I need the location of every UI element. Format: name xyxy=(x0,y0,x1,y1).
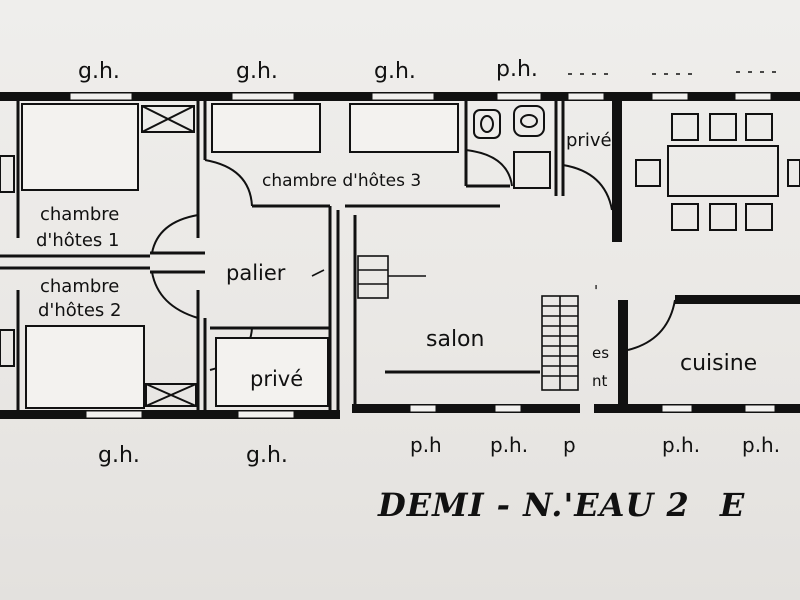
window-ph-b3 xyxy=(661,404,693,413)
window-ph-b2 xyxy=(494,404,522,413)
window-small-3 xyxy=(734,92,772,101)
window-label-top: g.h. xyxy=(236,59,278,84)
room-label-palier: palier xyxy=(226,261,286,285)
window-label-bottom: p.h. xyxy=(742,433,780,457)
door-cuisine xyxy=(627,299,676,351)
window-small-1 xyxy=(567,92,605,101)
window-label-top: g.h. xyxy=(374,59,416,84)
window-label-top: p.h. xyxy=(496,57,538,82)
chair xyxy=(787,159,800,187)
room-label-cuisine: cuisine xyxy=(680,351,757,376)
chair xyxy=(709,203,737,231)
room-label-chambre1-num: d'hôtes 1 xyxy=(36,230,119,251)
sink-ch1 xyxy=(0,155,15,193)
dining xyxy=(635,113,800,231)
window-label-bottom: g.h. xyxy=(246,443,288,468)
plan-title-tail: E xyxy=(719,486,746,524)
bed-ch3-b xyxy=(349,103,459,153)
room-label-prive-lower: privé xyxy=(250,367,303,391)
window-gh-2 xyxy=(231,92,295,101)
partial-label-tick: ' xyxy=(594,282,598,300)
top-small-window-marks xyxy=(568,71,780,75)
stair-landing xyxy=(357,255,389,299)
top-window-labels: g.h. g.h. g.h. p.h. xyxy=(78,57,538,84)
basin-icon xyxy=(473,109,501,139)
room-label-chambre2-num: d'hôtes 2 xyxy=(38,300,121,321)
dining-table xyxy=(667,145,779,197)
plan-title: DEMI - N.'EAU 2 E xyxy=(378,486,745,524)
window-gh-b2 xyxy=(237,410,295,419)
window-gh-1 xyxy=(69,92,133,101)
kitchen-wall-left xyxy=(618,300,628,410)
chair xyxy=(671,113,699,141)
chair xyxy=(745,203,773,231)
kitchen-wall-top xyxy=(675,295,800,304)
window-ph-b1 xyxy=(409,404,437,413)
top-windows xyxy=(69,92,772,101)
doors xyxy=(151,149,676,371)
staircase xyxy=(311,255,579,391)
window-label-bottom: p xyxy=(563,433,576,457)
bath-fixtures xyxy=(0,105,551,367)
wardrobe-ch2 xyxy=(145,383,197,407)
beds xyxy=(21,103,459,409)
toilet-icon xyxy=(513,105,545,137)
interior-walls xyxy=(0,101,565,410)
window-label-top: g.h. xyxy=(78,59,120,84)
bed-ch3-a xyxy=(211,103,321,153)
kitchen-dining-wall-upper xyxy=(612,96,622,242)
room-label-chambre1: chambre xyxy=(40,204,119,225)
bottom-windows xyxy=(85,404,776,419)
prive-fixture xyxy=(215,337,329,407)
door-ch3 xyxy=(204,159,253,207)
window-label-bottom: p.h. xyxy=(662,433,700,457)
bed-ch1 xyxy=(21,103,139,191)
door-ch1 xyxy=(151,214,199,254)
window-ph-b4 xyxy=(744,404,776,413)
bottom-wall-left xyxy=(0,410,340,419)
door-ch2 xyxy=(151,271,199,319)
window-label-bottom: p.h xyxy=(410,433,442,457)
room-label-prive-upper: privé xyxy=(566,130,612,151)
bed-ch2 xyxy=(25,325,145,409)
window-label-bottom: p.h. xyxy=(490,433,528,457)
bottom-wall-middle xyxy=(352,404,580,413)
bottom-wall-right xyxy=(594,404,800,413)
chair xyxy=(671,203,699,231)
partial-label-b: nt xyxy=(592,372,608,390)
chair xyxy=(709,113,737,141)
sink-ch2 xyxy=(0,329,15,367)
room-label-salon: salon xyxy=(426,327,484,352)
window-gh-3 xyxy=(371,92,435,101)
room-labels: chambre d'hôtes 1 chambre d'hôtes 2 cham… xyxy=(36,130,757,391)
window-small-2 xyxy=(651,92,689,101)
wardrobe-ch1 xyxy=(141,105,195,133)
chair xyxy=(635,159,661,187)
room-label-chambre3: chambre d'hôtes 3 xyxy=(262,171,421,191)
shower-icon xyxy=(513,151,551,189)
window-ph-1 xyxy=(496,92,542,101)
window-gh-b1 xyxy=(85,410,143,419)
wardrobes xyxy=(141,105,197,407)
palier-arrow-icon xyxy=(311,269,325,277)
plan-title-main: DEMI - N.'EAU 2 xyxy=(378,486,690,524)
partial-label-a: es xyxy=(592,344,609,362)
door-bath xyxy=(465,149,513,187)
bottom-window-labels: g.h. g.h. p.h p.h. p p.h. p.h. xyxy=(98,433,780,468)
chair xyxy=(745,113,773,141)
door-prive2 xyxy=(562,164,613,211)
window-label-bottom: g.h. xyxy=(98,443,140,468)
room-label-chambre2: chambre xyxy=(40,276,119,297)
